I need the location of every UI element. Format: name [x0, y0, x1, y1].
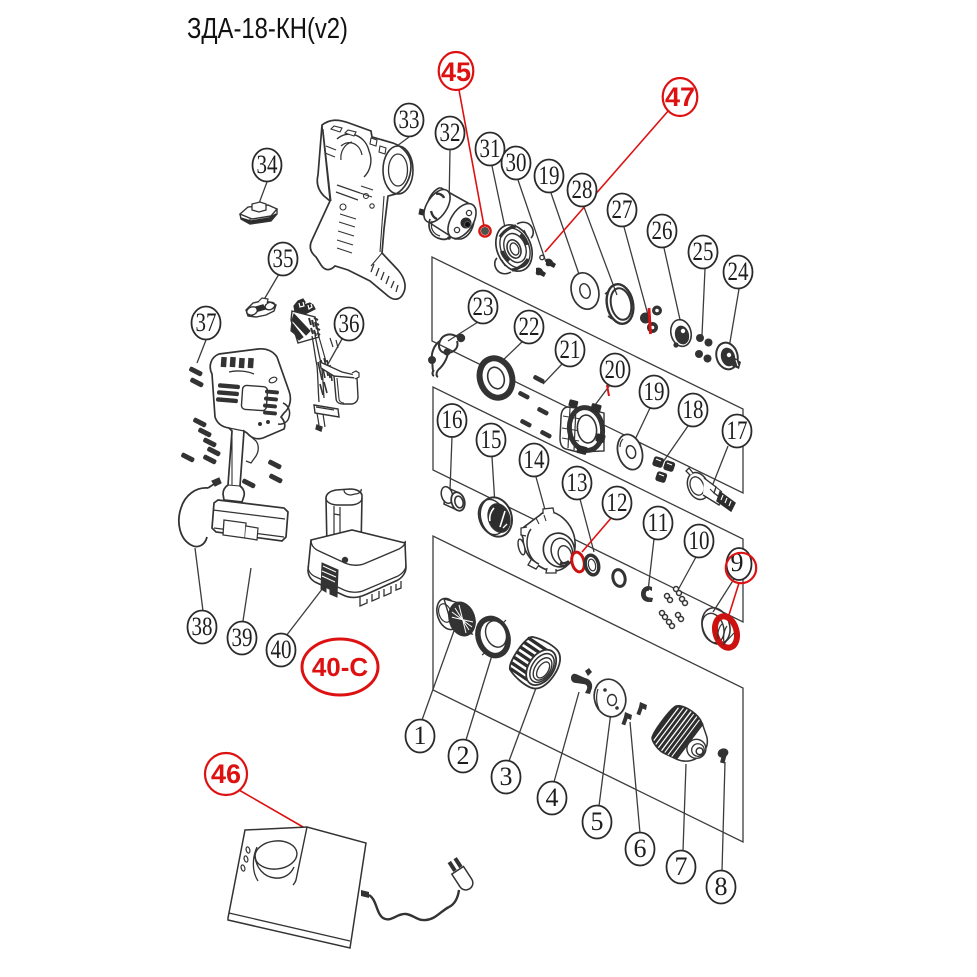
svg-text:12: 12 — [607, 488, 628, 517]
svg-text:1: 1 — [414, 721, 427, 750]
svg-text:11: 11 — [648, 508, 669, 537]
svg-text:28: 28 — [572, 175, 593, 204]
svg-text:34: 34 — [257, 150, 278, 179]
svg-text:22: 22 — [519, 312, 540, 341]
svg-text:6: 6 — [634, 834, 647, 863]
svg-text:37: 37 — [196, 308, 217, 337]
svg-text:18: 18 — [683, 395, 704, 424]
svg-text:25: 25 — [693, 237, 714, 266]
svg-text:10: 10 — [689, 526, 710, 555]
svg-text:17: 17 — [727, 416, 748, 445]
svg-text:23: 23 — [473, 292, 494, 321]
svg-text:33: 33 — [399, 105, 420, 134]
svg-text:14: 14 — [524, 445, 545, 474]
svg-text:38: 38 — [192, 612, 213, 641]
svg-text:ЗДА-18-КН(v2): ЗДА-18-КН(v2) — [187, 13, 348, 45]
svg-text:30: 30 — [506, 148, 527, 177]
svg-text:3: 3 — [500, 762, 513, 791]
svg-text:19: 19 — [644, 377, 665, 406]
svg-text:21: 21 — [560, 335, 581, 364]
svg-text:5: 5 — [591, 807, 604, 836]
svg-text:47: 47 — [665, 82, 695, 112]
svg-text:15: 15 — [481, 425, 502, 454]
svg-text:40-C: 40-C — [312, 652, 369, 682]
svg-text:39: 39 — [232, 623, 253, 652]
svg-text:19: 19 — [539, 161, 560, 190]
svg-text:16: 16 — [442, 405, 463, 434]
svg-text:46: 46 — [211, 759, 241, 789]
svg-text:35: 35 — [273, 244, 294, 273]
svg-text:40: 40 — [271, 635, 292, 664]
svg-text:26: 26 — [652, 216, 673, 245]
svg-text:32: 32 — [440, 118, 461, 147]
svg-text:7: 7 — [675, 852, 688, 881]
svg-text:2: 2 — [457, 741, 470, 770]
svg-text:45: 45 — [441, 57, 471, 87]
svg-text:36: 36 — [339, 309, 360, 338]
svg-text:31: 31 — [480, 134, 501, 163]
svg-text:27: 27 — [612, 195, 633, 224]
svg-text:24: 24 — [728, 257, 749, 286]
svg-text:8: 8 — [715, 872, 728, 901]
svg-text:4: 4 — [546, 783, 559, 812]
svg-text:20: 20 — [605, 355, 626, 384]
svg-text:13: 13 — [567, 468, 588, 497]
